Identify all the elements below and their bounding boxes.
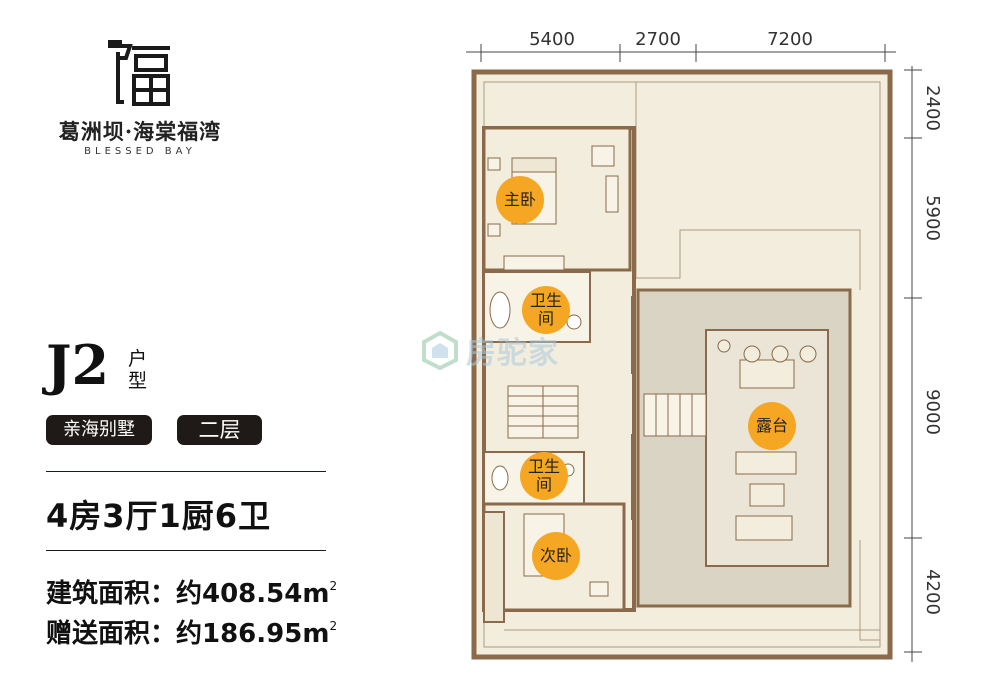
area-unit: m: [302, 579, 330, 609]
gift-area: 赠送面积：约186.95m2: [46, 613, 337, 650]
tag-floor: 二层: [177, 415, 262, 445]
gift-area-text: 赠送面积：约186.95: [46, 619, 303, 649]
dim-right-4: 4200: [922, 569, 940, 615]
brand-english-name: BLESSED BAY: [84, 146, 196, 157]
area-unit-sup: 2: [329, 579, 338, 593]
area-unit-sup: 2: [329, 619, 338, 633]
dimension-top: [466, 44, 896, 62]
room-label-terrace: 露台: [748, 402, 796, 450]
build-area: 建筑面积：约408.54m2: [46, 573, 337, 610]
info-panel: 葛洲坝·海棠福湾 BLESSED BAY J2 户型 亲海别墅 二层 4房3厅1…: [0, 0, 360, 700]
bathroom-1: [483, 255, 591, 343]
watermark-text: 房驼家: [466, 336, 559, 371]
dim-right-1: 2400: [922, 85, 940, 131]
dim-top-3: 7200: [767, 29, 813, 50]
fu-character-logo-icon: [108, 40, 170, 106]
dim-top-2: 2700: [635, 29, 681, 50]
dim-top-1: 5400: [529, 29, 575, 50]
room-label-bathroom-1: 卫生间: [522, 286, 570, 334]
room-label-master-bedroom: 主卧: [496, 176, 544, 224]
unit-suffix: 户型: [128, 348, 148, 392]
room-label-bathroom-2: 卫生间: [520, 452, 568, 500]
terrace-area: [636, 288, 852, 608]
house-logo-icon: [422, 330, 458, 370]
room-layout: 4房3厅1厨6卫: [46, 497, 272, 535]
dimension-right: [904, 66, 922, 662]
master-bedroom: [482, 126, 632, 272]
watermark: 房驼家: [420, 326, 590, 374]
stair-steps: [643, 393, 707, 437]
divider: [46, 550, 326, 551]
unit-code: J2: [46, 333, 110, 397]
dim-right-3: 9000: [922, 389, 940, 435]
build-area-text: 建筑面积：约408.54: [46, 579, 303, 609]
tag-villa-type: 亲海别墅: [46, 415, 152, 445]
balcony-strip: [483, 511, 505, 623]
area-unit: m: [302, 619, 330, 649]
brand-name: 葛洲坝·海棠福湾: [58, 119, 222, 144]
room-label-second-bedroom: 次卧: [532, 532, 580, 580]
roof-edge-right: [859, 540, 880, 641]
divider: [46, 471, 326, 472]
interior-stairs: [507, 385, 579, 439]
dim-right-2: 5900: [922, 195, 940, 241]
